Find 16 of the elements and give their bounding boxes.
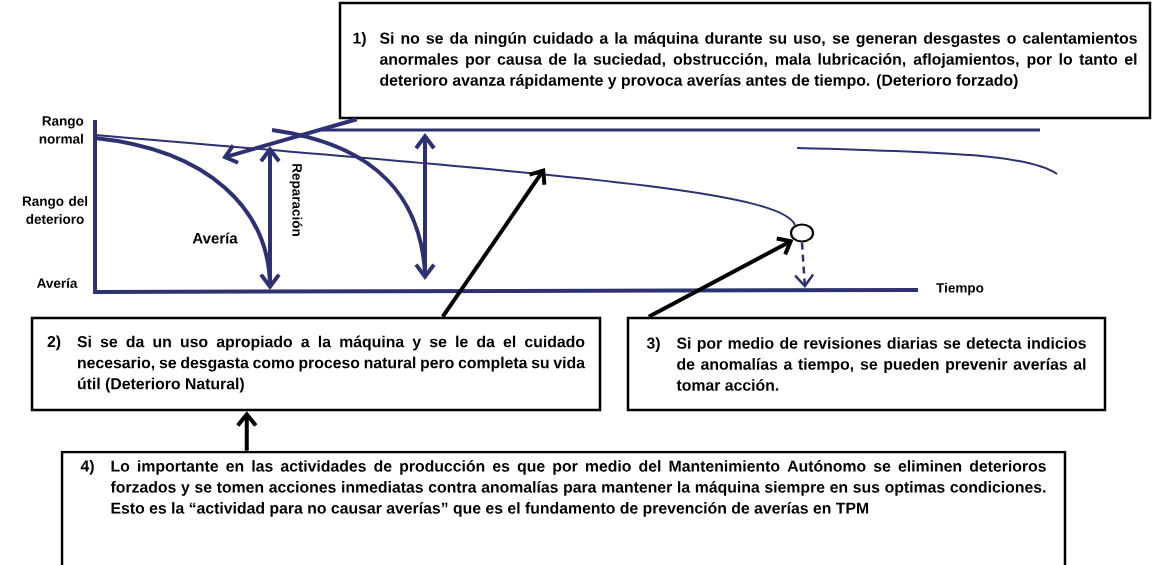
arrow-label: Reparación [289,164,303,236]
axis-label: Rango normal [39,116,84,144]
arrow [236,411,258,451]
text-box: 2) Si se da un uso apropiado a la máquina y se le da el cuidado necesario, se desgasta como proceso natural pero completa su vida útil (Deterioro Natural) [30,316,602,412]
failure-point [789,223,815,243]
text-box: 1) Si no se da ningún cuidado a la máquina durante su uso, se generan desgastes o calentamientos anormales por causa de la suciedad, obstrucción, mala lubricación, aflojamientos, por lo tanto el deterioro avanza rápidamente y provoca averías antes de tiempo. (Deterioro forzado) [338,1,1152,120]
axis-label: Rango del deterioro [22,196,88,224]
axis-label: Avería [36,278,78,288]
axis-label: Tiempo [936,282,984,296]
text-box: 3) Si por medio de revisiones diarias se detecta indicios de anomalías a tiempo, se pueden prevenir averías al tomar acción. [626,316,1107,412]
arrow [647,236,794,319]
arrow [794,242,815,288]
arrow [441,168,547,318]
text-box: 4) Lo importante en las actividades de producción es que por medio del Mantenimiento Autónomo se eliminen deterioros forzados y se tomen acciones inmediatas contra anomalías para mantener la máquina siempre en sus optimas condiciones. Esto es la “actividad para no causar averías” que es el fundamento de prevención de averías en TPM [60,450,1067,565]
curve-label: Avería [192,232,238,244]
arrow [222,117,358,165]
